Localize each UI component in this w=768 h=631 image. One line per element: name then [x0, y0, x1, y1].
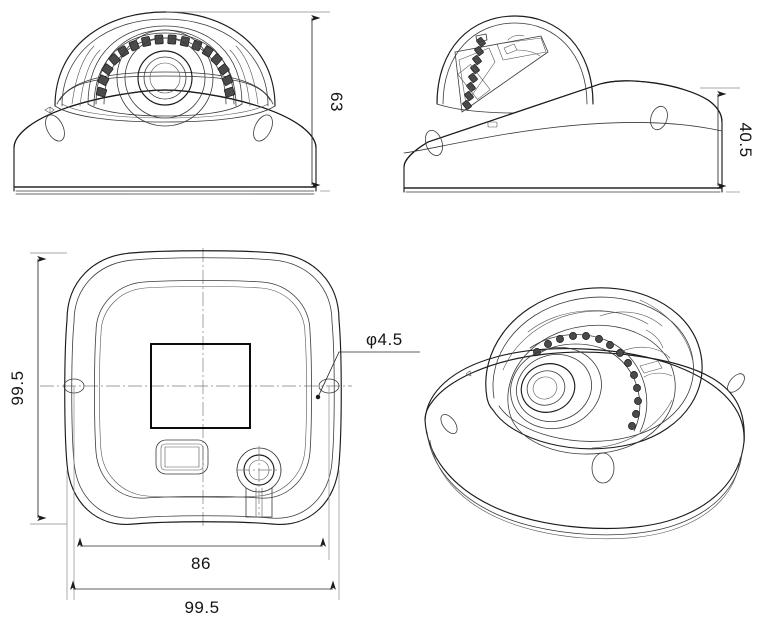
dimension-label-phi-4-5: φ4.5	[366, 330, 403, 349]
view-front-elevation: 63	[13, 11, 346, 195]
iso-port-hole	[591, 452, 615, 484]
dimension-label-86: 86	[191, 554, 211, 573]
front-small-marking	[44, 106, 55, 114]
dimension-label-63: 63	[327, 92, 346, 112]
front-lens-assembly	[116, 29, 214, 127]
iso-ir-led-ring	[529, 332, 648, 433]
iso-small-marking	[465, 370, 472, 377]
side-screw-slot-right	[650, 105, 668, 131]
iso-screw-slot-right	[727, 373, 745, 393]
iso-dome-bubble	[485, 287, 703, 450]
side-screw-slot-left	[424, 129, 444, 157]
side-dome-bubble	[436, 15, 594, 114]
callout-hole-diameter: φ4.5	[315, 330, 420, 400]
base-inner-recess	[94, 280, 312, 499]
iso-internal-bracket	[599, 311, 673, 378]
iso-lens-assembly	[510, 346, 602, 430]
base-inner-recess-offset	[99, 286, 307, 498]
dimension-depth-99-5: 99.5	[8, 256, 47, 521]
iso-camera-module	[507, 310, 676, 455]
base-cable-gland	[236, 446, 282, 518]
dimension-label-depth-99-5: 99.5	[8, 370, 27, 405]
base-cable-knockout	[155, 439, 209, 475]
front-dome-bubble	[54, 11, 276, 123]
dimension-label-width-99-5: 99.5	[184, 598, 219, 617]
base-center-pocket	[150, 343, 251, 429]
side-small-marking	[487, 121, 498, 128]
base-outer-contour-inner	[71, 257, 335, 519]
base-outer-contour	[64, 250, 342, 525]
iso-screw-slot-left	[440, 414, 458, 434]
front-screw-slot-right	[253, 114, 273, 142]
dimension-width-86: 86	[77, 537, 326, 573]
dimension-label-40-5: 40.5	[736, 122, 755, 157]
dimension-width-99-5: 99.5	[70, 580, 336, 617]
dimension-height-40-5: 40.5	[700, 87, 755, 193]
front-screw-slot-left	[45, 114, 65, 142]
dimension-height-63: 63	[166, 11, 346, 192]
view-side-elevation: 40.5	[403, 15, 755, 193]
side-base-housing	[403, 80, 723, 193]
iso-base-housing	[424, 348, 745, 540]
view-isometric	[424, 287, 745, 540]
view-bottom-plan: φ4.5 99.5 86 99.5	[8, 248, 420, 617]
side-internal-module	[454, 33, 549, 113]
